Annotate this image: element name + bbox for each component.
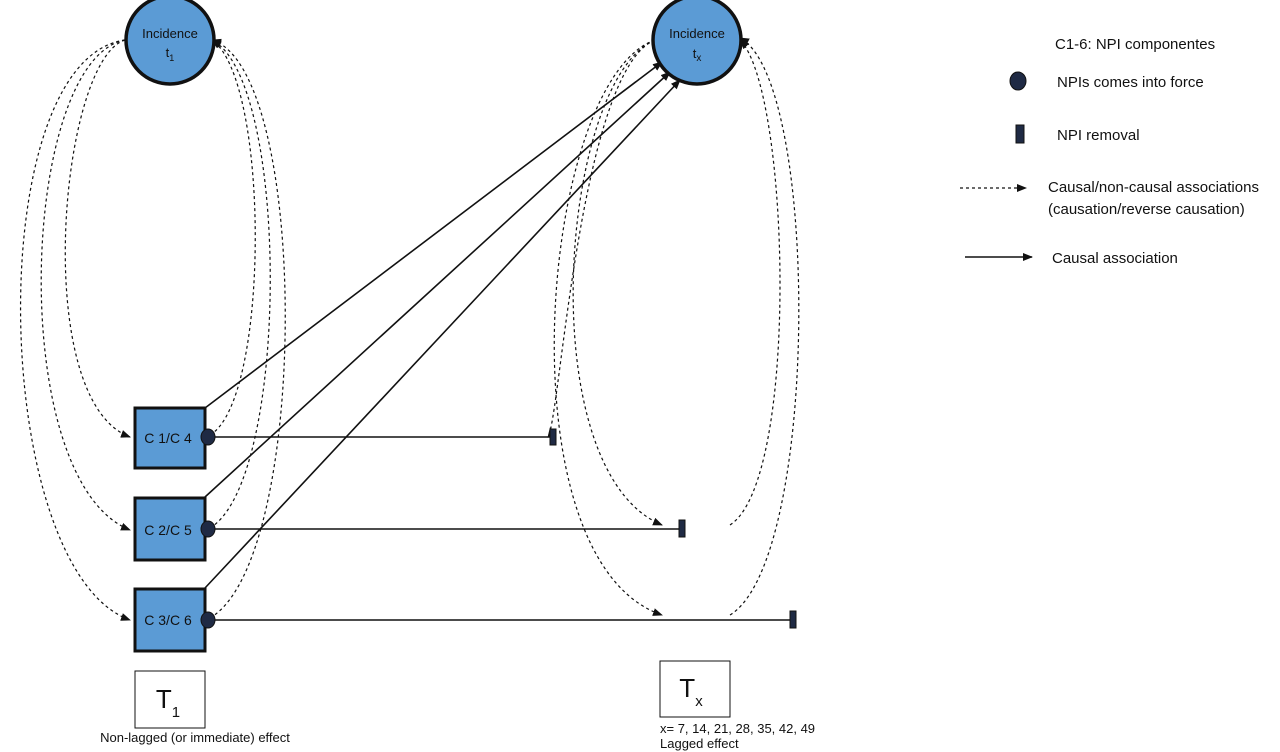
time-box-t1-sub: 1: [172, 704, 180, 721]
causal-arrow-c1c4-to-tx: [204, 61, 663, 409]
incidence-t1-label: Incidence: [142, 26, 198, 41]
dashed-arc-t1-to-c2c5: [40, 39, 131, 531]
time-box-tx-caption-1: x= 7, 14, 21, 28, 35, 42, 49: [660, 721, 815, 736]
removal-marker-c2c5: [678, 519, 686, 538]
duration-lines: [210, 436, 792, 621]
time-box-t1: T1 Non-lagged (or immediate) effect: [100, 670, 290, 745]
npi-start-marker-c1c4: [200, 428, 216, 446]
dashed-arc-tx-to-c2c5-removal: [572, 39, 663, 526]
time-box-tx-sub: x: [695, 693, 703, 710]
legend-npi-removal: NPI removal: [1057, 127, 1140, 144]
dashed-arc-c2c5-removal-to-tx: [729, 39, 781, 526]
removal-marker-c3c6: [789, 610, 797, 629]
removal-marker-c1c4: [549, 428, 557, 446]
time-box-tx-label: T: [679, 673, 695, 703]
npi-start-marker-c2c5: [200, 520, 216, 538]
incidence-t1-sub: 1: [169, 53, 174, 63]
legend-dashed-line1: Causal/non-causal associations: [1048, 179, 1259, 196]
dashed-arc-t1-to-c1c4: [64, 39, 131, 438]
dashed-arc-tx-to-c1c4-removal: [547, 39, 656, 438]
legend-dashed-line2: (causation/reverse causation): [1048, 201, 1245, 218]
causal-arrows: [204, 61, 681, 589]
svg-text:t1: t1: [166, 45, 175, 63]
time-box-tx: Tx x= 7, 14, 21, 28, 35, 42, 49 Lagged e…: [659, 660, 815, 751]
npi-start-markers: [200, 428, 216, 629]
dashed-arcs-right: [547, 37, 800, 616]
time-box-t1-caption: Non-lagged (or immediate) effect: [100, 730, 290, 745]
component-c2c5-label: C 2/C 5: [144, 522, 192, 538]
legend-npi-start-icon: [1009, 71, 1027, 91]
dashed-arc-c2c5-to-t1: [209, 39, 271, 529]
legend-npi-start: NPIs comes into force: [1057, 74, 1204, 91]
dashed-arc-c3c6-removal-to-tx: [729, 37, 800, 616]
legend-solid: Causal association: [1052, 250, 1178, 267]
dashed-arc-t1-to-c3c6: [19, 39, 131, 621]
svg-text:tx: tx: [693, 46, 702, 64]
dashed-arcs-left: [19, 38, 286, 621]
dashed-arc-tx-to-c3c6-removal: [553, 39, 663, 616]
component-c1c4: C 1/C 4: [133, 406, 207, 470]
dashed-arc-c3c6-to-t1: [209, 38, 286, 619]
legend-npi-removal-icon: [1015, 124, 1025, 144]
incidence-tx-sub: x: [696, 53, 701, 64]
incidence-tx-node: Incidence tx: [651, 0, 743, 86]
incidence-tx-label: Incidence: [669, 26, 725, 41]
component-c2c5: C 2/C 5: [133, 496, 207, 562]
legend-title: C1-6: NPI componentes: [1055, 36, 1215, 53]
incidence-t1-node: Incidence t1: [124, 0, 216, 86]
time-box-tx-caption-2: Lagged effect: [660, 736, 739, 751]
time-box-t1-label: T: [156, 684, 172, 714]
causal-arrow-c2c5-to-tx: [204, 71, 671, 498]
svg-text:T1: T1: [156, 684, 180, 721]
component-c3c6-label: C 3/C 6: [144, 612, 192, 628]
npi-start-marker-c3c6: [200, 611, 216, 629]
dashed-arc-c1c4-to-t1: [209, 39, 256, 436]
causal-arrow-c3c6-to-tx: [204, 79, 681, 589]
component-c1c4-label: C 1/C 4: [144, 430, 192, 446]
legend: C1-6: NPI componentes NPIs comes into fo…: [960, 36, 1259, 267]
component-c3c6: C 3/C 6: [133, 587, 207, 653]
svg-text:Tx: Tx: [679, 673, 703, 710]
removal-markers: [549, 428, 797, 629]
